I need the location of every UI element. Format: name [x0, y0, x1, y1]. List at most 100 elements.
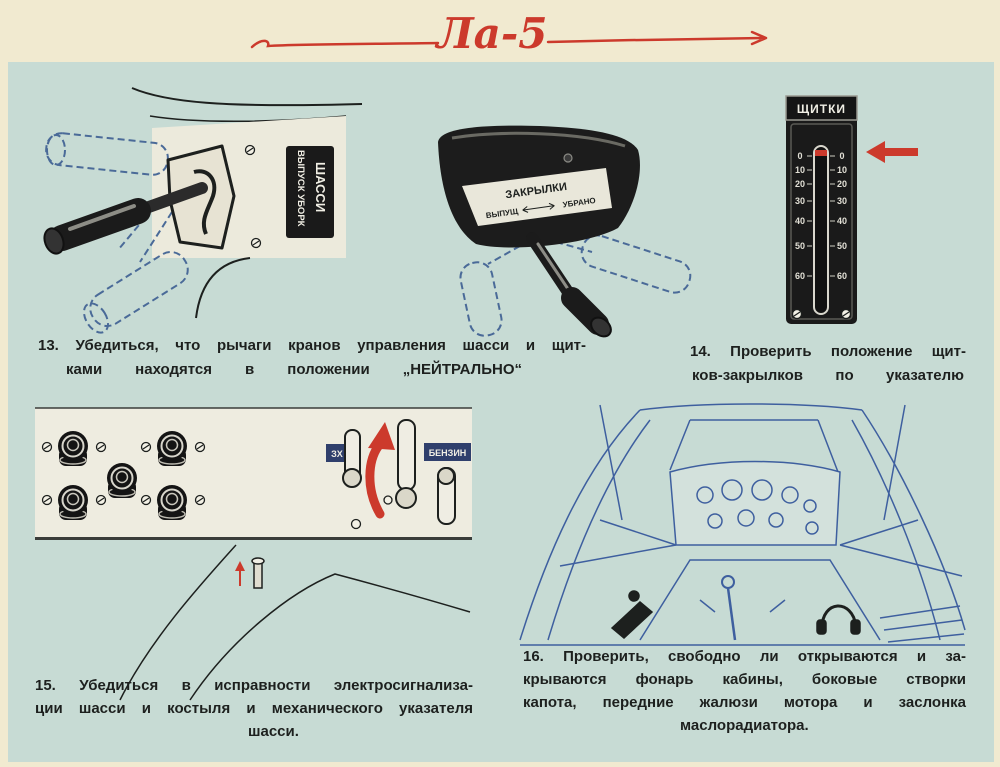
gear-lever-highlight [68, 204, 136, 231]
indicator-ticks [807, 155, 835, 277]
signal-lamp-knob [156, 484, 188, 521]
screw [244, 144, 256, 156]
step16-caption-line4: маслорадиатора. [680, 717, 809, 734]
plate-edge-curve [195, 257, 251, 319]
signal-lamp-knob [156, 430, 188, 467]
gear-label-line2: ШАССИ [313, 162, 328, 212]
flap-plate-arrows [522, 202, 555, 213]
scale-label: 10 [837, 165, 847, 175]
cockpit-side-wall [559, 519, 963, 577]
screw [140, 494, 152, 506]
gear-label-plate [286, 146, 334, 238]
gear-indicator-post-cap [251, 557, 265, 565]
panel-bottom-edge [35, 537, 472, 540]
flap-lever-plate [462, 168, 612, 226]
step16-caption-line2: крываются фонарь кабины, боковые створки [523, 671, 966, 688]
flap-lever-shaft-highlight [536, 242, 572, 294]
dial [751, 479, 773, 501]
dial [768, 512, 784, 528]
valve-handle-center [397, 419, 416, 491]
windshield-strut [599, 404, 906, 521]
step13-caption-line2: ками находятся в положении „НЕЙТРАЛЬНО“ [66, 361, 522, 378]
cockpit-floor [639, 559, 881, 641]
step14-caption-line2: ков-закрылков по указателю [692, 367, 964, 384]
control-stick-grip [721, 575, 735, 589]
scale-label: 40 [837, 216, 847, 226]
flap-ghost-down [459, 261, 503, 337]
air-label: ЗХ [331, 449, 343, 459]
panel-fastener [383, 495, 393, 505]
fuselage-contour [131, 87, 363, 107]
valve-base-center [395, 487, 417, 509]
cockpit-illustration [519, 403, 966, 646]
lever-ghost-up-cap [46, 134, 66, 166]
housing-highlight [451, 131, 626, 148]
flap-lever-illustration: ЗАКРЫЛКИ ВЫПУЩ УБРАНО [438, 125, 692, 338]
canopy-frame-right [861, 409, 966, 631]
screw [95, 441, 107, 453]
throttle-knob [628, 590, 640, 602]
headset-earpiece [816, 619, 827, 635]
scale-label: 10 [795, 165, 805, 175]
fuel-label: БЕНЗИН [429, 448, 467, 458]
flourish-right [546, 30, 768, 46]
dial [805, 521, 819, 535]
step15-caption-line1: 15. Убедиться в исправности электросигна… [35, 677, 473, 694]
indicator-tube [813, 145, 829, 315]
scale-label: 20 [795, 179, 805, 189]
scale-label: 0 [839, 151, 844, 161]
signal-lamp-knob [57, 430, 89, 467]
indicator-red-marker [815, 150, 827, 156]
step16-caption-line3: капота, передние жалюзи мотора и заслонк… [523, 694, 966, 711]
panel-fastener [350, 518, 362, 530]
red-motion-arrow [365, 439, 385, 519]
flap-ghost-up [580, 234, 692, 294]
valve-handles [342, 419, 456, 530]
scale-label: 50 [837, 241, 847, 251]
lever-ghost-down-cap [83, 302, 109, 334]
scale-label: 0 [797, 151, 802, 161]
canopy-frame-left-inner [547, 419, 651, 641]
control-stick [726, 587, 737, 641]
screw [194, 494, 206, 506]
headset-earpiece [850, 619, 861, 635]
title-flourish [250, 30, 768, 49]
indicator-title: ЩИТКИ [797, 102, 846, 116]
screw [41, 441, 53, 453]
instrument-dials [696, 479, 819, 535]
scale-label: 60 [795, 271, 805, 281]
gear-lever-grip [49, 198, 151, 251]
screw [194, 441, 206, 453]
flap-position-indicator: ЩИТКИ 0 10 20 30 40 50 60 0 10 20 30 40 … [785, 95, 918, 324]
instrument-panel [669, 460, 841, 546]
canopy-arch [639, 403, 863, 411]
scale-label: 30 [837, 196, 847, 206]
dial [781, 486, 799, 504]
flap-lever-end-cap [590, 316, 612, 338]
lever-ghost-down [89, 251, 189, 327]
gear-label-line1: ВЫПУСК УБОРК [295, 150, 306, 227]
flourish-left [250, 39, 440, 49]
screw [41, 494, 53, 506]
rudder-pedals [699, 599, 786, 613]
scale-label: 60 [837, 271, 847, 281]
signal-lamp-knob [57, 484, 89, 521]
scale-label: 40 [795, 216, 805, 226]
screw [840, 308, 852, 320]
page-title: Ла-5 [436, 9, 548, 58]
dial [696, 486, 714, 504]
indicator-red-arrow-head [235, 561, 245, 571]
valve-base-left [342, 468, 362, 488]
gear-lever-end-cap [43, 227, 65, 255]
housing-screw [563, 153, 573, 163]
scale-label: 50 [795, 241, 805, 251]
red-motion-arrow-head [368, 422, 395, 450]
step13-caption-line1: 13. Убедиться, что рычаги кранов управле… [38, 337, 586, 354]
step15-caption-line2: ции шасси и костыля и механического указ… [35, 700, 473, 717]
frame-ribs [879, 605, 965, 643]
bracket-detail [193, 169, 217, 235]
wing-surface-line [119, 544, 237, 701]
wing-surface-line [189, 573, 471, 701]
gear-indicator-post [253, 561, 263, 589]
